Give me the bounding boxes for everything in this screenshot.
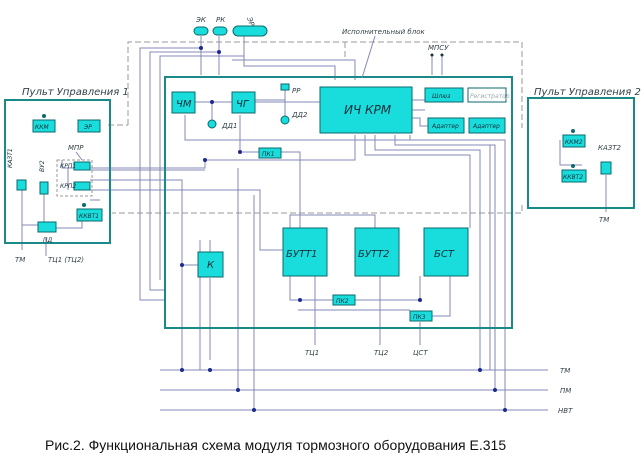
dd1-sensor <box>207 119 217 129</box>
chm-label: ЧМ <box>176 99 192 110</box>
wires <box>21 36 607 411</box>
control-panel-1-frame <box>4 99 111 244</box>
kpu1-component <box>73 161 91 171</box>
mpr-dashed-box <box>56 159 93 197</box>
dd1-label: ДД1 <box>221 122 237 130</box>
adapter-1-label: Адаптер <box>431 123 459 130</box>
kpu2-label: КРП2 <box>60 183 76 190</box>
kkm2-block <box>562 134 586 148</box>
bst-block <box>423 227 469 277</box>
dd2-sensor <box>280 115 290 125</box>
rk-label: РК <box>216 16 226 24</box>
k-label: К <box>207 260 215 271</box>
bus-pm-label: ПМ <box>560 387 571 395</box>
executive-block-frame <box>164 76 513 329</box>
adapter-2-block <box>468 117 506 134</box>
figure-caption: Рис.2. Функциональная схема модуля тормо… <box>45 437 506 453</box>
pk3-label: ПК3 <box>413 314 426 321</box>
ka3t1-label: КАЗТ1 <box>7 148 14 168</box>
ich-krm-block <box>319 86 413 134</box>
butt2-label: БУТТ2 <box>358 249 390 260</box>
kkvt2-block <box>561 169 587 183</box>
top-components: ЭК РК ЭР <box>193 15 268 37</box>
pk2-block <box>332 294 356 306</box>
tc2-label: ТЦ2 <box>374 349 389 357</box>
pk3-block <box>409 310 433 322</box>
ka3t1-component <box>16 179 27 191</box>
vu2-component <box>39 181 49 195</box>
mpr-label: МПР <box>68 144 84 152</box>
ich-krm-label: ИЧ КРМ <box>344 103 392 117</box>
control-panel-2-frame <box>527 97 635 209</box>
pk1-block <box>258 147 282 159</box>
er-component <box>232 25 268 37</box>
k-block <box>197 251 224 278</box>
rr-label: РР <box>292 87 301 95</box>
registrator-label: Регистратор <box>470 93 510 100</box>
rr-component <box>280 83 290 91</box>
pd-label: ПД <box>43 237 53 244</box>
adapter-1-block <box>427 117 465 134</box>
er-label: ЭР <box>245 15 256 28</box>
pk1-label: ПК1 <box>262 151 275 158</box>
executive-block-pointer <box>361 35 376 79</box>
kkm-label: ККМ <box>35 124 50 131</box>
chg-label: ЧГ <box>236 99 250 110</box>
registrator-block <box>467 87 507 103</box>
kkvt1-label: ККВТ1 <box>79 213 99 220</box>
ka3t2-component <box>600 161 612 175</box>
control-panel-2-label: Пульт Управления 2 <box>534 87 641 98</box>
er-panel-label: ЭР <box>83 124 92 131</box>
control-panel-1-label: Пульт Управления 1 <box>22 87 129 98</box>
bus-tm-label: ТМ <box>560 367 570 375</box>
shlyuz-block <box>424 87 464 103</box>
kkm2-label: ККМ2 <box>565 139 583 146</box>
adapter-2-label: Адаптер <box>472 123 500 130</box>
chm-block <box>171 91 196 114</box>
ek-label: ЭК <box>195 16 207 24</box>
dashed-links <box>108 41 523 214</box>
butt1-label: БУТТ1 <box>286 249 318 260</box>
executive-block-label: Исполнительный блок <box>342 28 425 36</box>
kkm-block <box>32 119 56 133</box>
kkvt2-label: ККВТ2 <box>563 174 583 181</box>
vu2-label: ВУ2 <box>39 160 46 172</box>
shlyuz-label: Шлюз <box>432 93 451 100</box>
tm-left-label: ТМ <box>15 256 25 264</box>
rk-component <box>212 26 228 36</box>
bst-label: БСТ <box>434 249 455 260</box>
kkvt1-block <box>76 208 103 222</box>
pk2-label: ПК2 <box>336 298 349 305</box>
butt2-block <box>354 227 400 277</box>
chg-block <box>231 91 256 114</box>
kpu2-component <box>73 181 91 191</box>
ka3t2-label: КАЗТ2 <box>598 144 622 152</box>
tc1-label: ТЦ1 <box>305 349 319 357</box>
butt1-block <box>282 227 328 277</box>
pd-component <box>37 221 57 233</box>
junctions <box>180 46 507 412</box>
mpsu-label: МПСУ <box>428 44 449 52</box>
cst-label: ЦСТ <box>413 349 428 357</box>
er-panel-block <box>77 119 101 133</box>
bus-nvt-label: НВТ <box>558 407 573 415</box>
dd2-label: ДД2 <box>291 111 308 119</box>
tc1-tc2-label: ТЦ1 (ТЦ2) <box>48 256 84 264</box>
kpu1-label: КРП1 <box>60 163 76 170</box>
ek-component <box>193 26 209 36</box>
tm-right-panel-label: ТМ <box>599 216 609 224</box>
